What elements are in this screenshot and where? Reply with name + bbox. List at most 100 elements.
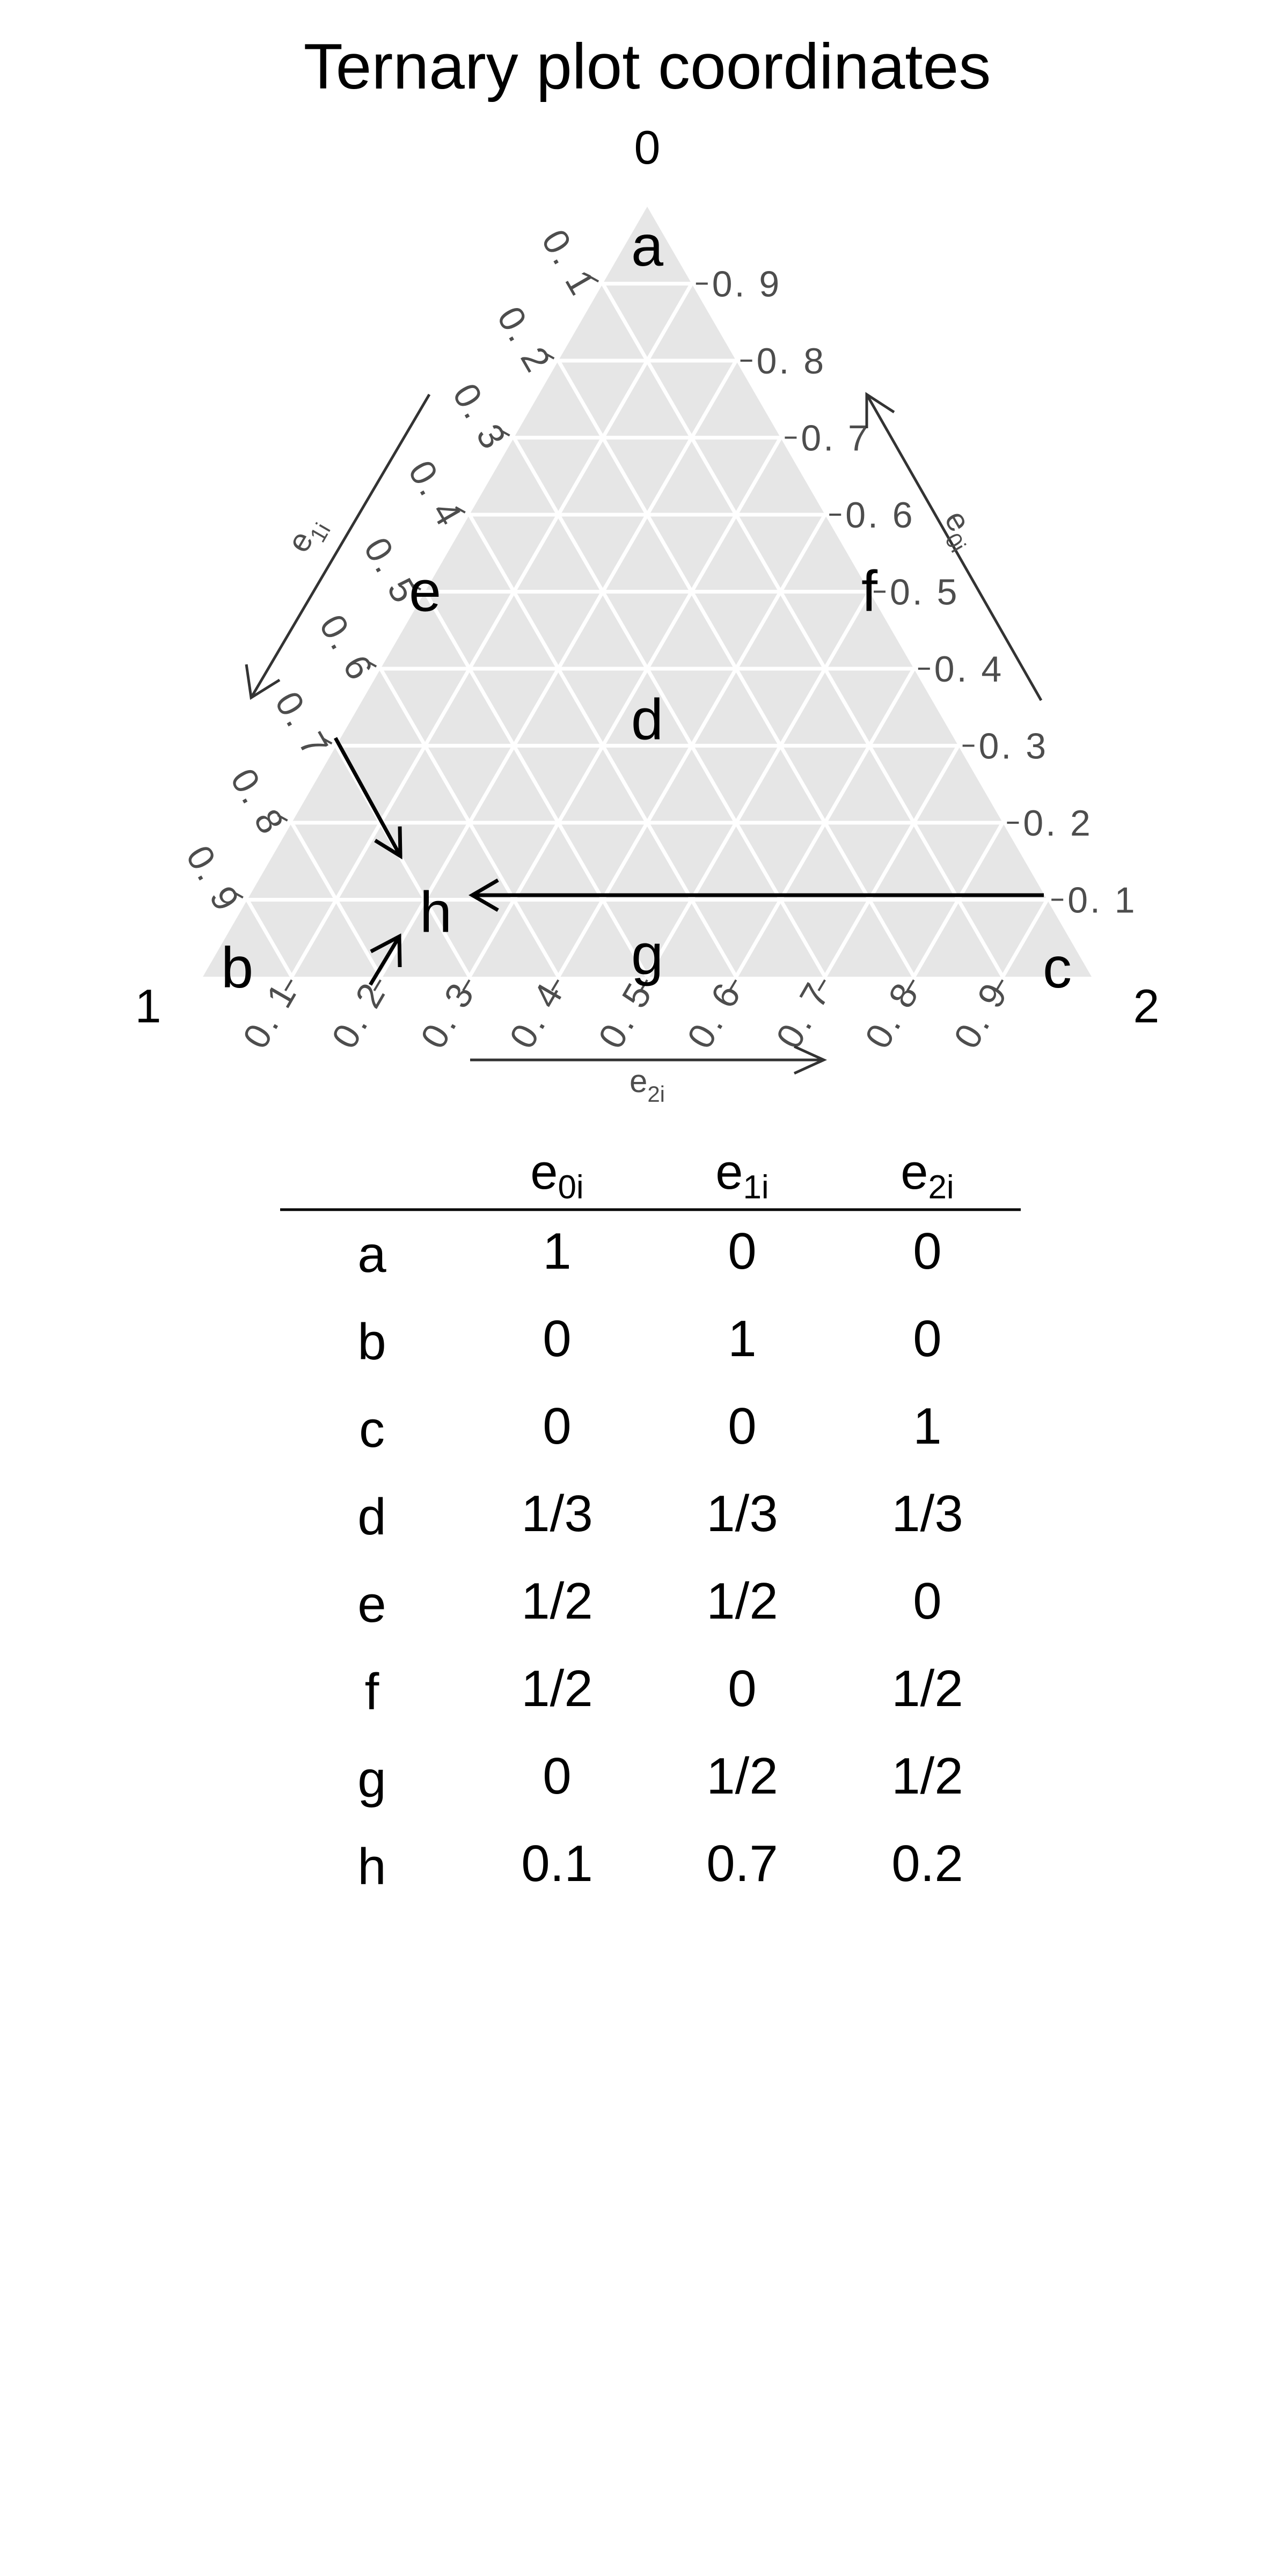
table-header-2-base: e [715, 1145, 743, 1199]
tick-label-e0: 0. 8 [757, 341, 826, 382]
tick-label-e0: 0. 1 [1067, 880, 1137, 921]
tick-label-e2: 0. 6 [679, 975, 750, 1055]
table-cell: 1/3 [891, 1485, 963, 1542]
tick-mark-e1 [277, 814, 288, 822]
point-label-h: h [420, 880, 452, 945]
tick-mark-e2 [728, 979, 737, 992]
tick-label-e0: 0. 7 [801, 418, 870, 459]
table-cell: 0 [543, 1747, 571, 1805]
grid-e2 [1001, 898, 1049, 978]
table-cell: 1 [913, 1397, 941, 1455]
table-header-3: e2i [901, 1145, 954, 1206]
axis-arrows [245, 392, 1043, 1075]
grid-e1 [290, 822, 383, 978]
tick-label-e1: 0. 8 [223, 762, 293, 842]
tick-label-e1: 0. 2 [489, 299, 559, 380]
table-row-label: b [357, 1313, 386, 1371]
table-header-2: e1i [715, 1145, 769, 1206]
tick-label-e2: 0. 5 [590, 975, 661, 1055]
tick-label-e0: 0. 6 [845, 495, 914, 536]
axis-label-e2-subscript: 2i [647, 1081, 665, 1107]
tick-mark-e2 [817, 979, 826, 992]
tick-mark-e1 [411, 583, 421, 591]
tick-mark-e2 [640, 979, 648, 992]
arrow-e1-line [250, 393, 431, 699]
grid-e1 [601, 282, 1005, 978]
table-row: d 1/3 1/3 1/3 [357, 1485, 963, 1546]
tick-marks [232, 275, 1064, 992]
table-cell: 1 [728, 1310, 756, 1367]
grid-e2 [645, 590, 872, 978]
tick-mark-e1 [366, 660, 377, 668]
table-row-label: f [365, 1663, 379, 1721]
tick-mark-e2 [462, 979, 471, 992]
table-row-label: a [357, 1226, 386, 1283]
table-row-label: h [357, 1838, 386, 1896]
gridlines [245, 282, 1049, 978]
table-cell: 1 [543, 1223, 571, 1280]
table-header-1-subscript: 0i [558, 1169, 583, 1206]
table-cell: 0 [913, 1223, 941, 1280]
tick-label-e0: 0. 2 [1023, 803, 1092, 844]
table-cell: 1/2 [706, 1747, 778, 1805]
tick-label-e1: 0. 6 [311, 608, 382, 688]
arrow-e0-line [865, 393, 1043, 701]
point-label-f: f [861, 559, 878, 624]
point-label-d: d [631, 687, 663, 752]
tick-label-e2: 0. 7 [769, 975, 839, 1055]
tick-label-e1: 0. 4 [400, 453, 471, 534]
table-header-1-base: e [530, 1145, 558, 1199]
axis-label-e2: e2i [630, 1063, 665, 1107]
grid-e1 [512, 436, 827, 978]
h-arrow-e1-head [374, 826, 402, 860]
table-cell: 1/2 [521, 1572, 592, 1630]
vertex-label-top: 0 [634, 121, 661, 174]
table-cell: 0.1 [521, 1835, 592, 1892]
tick-mark-e2 [995, 979, 1004, 992]
arrow-e2-head [793, 1045, 828, 1075]
vertex-label-right: 2 [1133, 979, 1160, 1033]
vertex-label-left: 1 [135, 979, 162, 1033]
grid-e2 [912, 822, 1005, 978]
vertex-labels: 0 1 2 [135, 121, 1160, 1033]
tick-label-e1: 0. 3 [445, 377, 515, 457]
tick-label-e0: 0. 3 [979, 726, 1048, 767]
table-row-label: c [359, 1401, 385, 1458]
tick-label-e2: 0. 3 [413, 975, 483, 1055]
grid-e2 [823, 744, 960, 978]
tick-mark-e1 [455, 506, 466, 514]
axis-label-e2-base: e [630, 1063, 647, 1099]
table-row-label: e [357, 1576, 386, 1633]
tick-mark-e1 [321, 737, 333, 745]
tick-label-e1: 0. 1 [533, 223, 604, 303]
point-label-c: c [1043, 935, 1072, 1000]
tick-label-e0: 0. 5 [890, 572, 959, 613]
tick-label-e1: 0. 7 [267, 685, 337, 765]
grid-e1 [423, 590, 649, 978]
point-label-a: a [631, 213, 664, 278]
table-cell: 1/3 [521, 1485, 592, 1542]
table-cell: 1/3 [706, 1485, 778, 1542]
tick-mark-e2 [284, 979, 293, 992]
table-cell: 1/2 [891, 1660, 963, 1717]
grid-e2 [290, 282, 693, 978]
ternary-plot: 0. 10. 10. 10. 20. 20. 20. 30. 30. 30. 4… [135, 121, 1160, 1107]
axis-label-e0: e0i [931, 504, 986, 557]
point-label-b: b [221, 935, 253, 1000]
grid-e2 [467, 436, 782, 978]
table-row-label: g [357, 1751, 386, 1808]
grid-e1 [245, 898, 294, 978]
table-header-2-subscript: 1i [743, 1169, 769, 1206]
arrow-e1-head [245, 664, 281, 700]
tick-mark-e1 [588, 275, 599, 283]
table-cell: 0 [913, 1572, 941, 1630]
tick-mark-e1 [232, 891, 244, 899]
figure-title: Ternary plot coordinates [304, 31, 991, 103]
table-row-label: d [357, 1488, 386, 1546]
